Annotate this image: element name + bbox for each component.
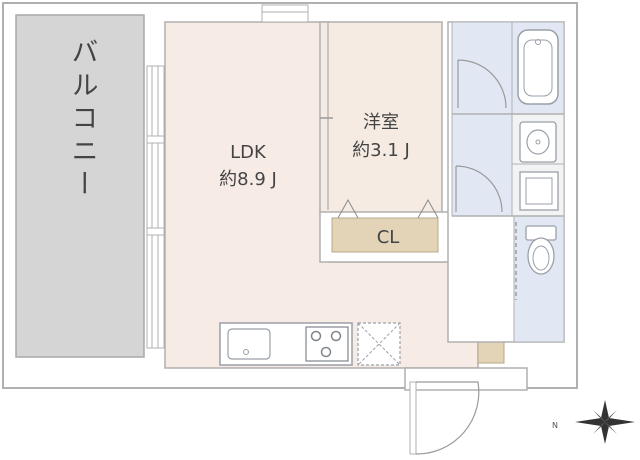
bathroom-door-swing — [457, 59, 507, 109]
burner-3 — [320, 346, 332, 358]
bathroom-floor — [451, 21, 513, 115]
closet-door-left — [337, 198, 359, 219]
front-door-frame — [409, 381, 417, 455]
fridge-space — [357, 322, 401, 366]
window-mullion-2 — [146, 227, 165, 236]
balcony-window-frame — [146, 65, 165, 349]
burner-1 — [310, 330, 322, 342]
ldk-size: 約8.9 J — [219, 169, 277, 190]
washing-machine-inner — [525, 177, 553, 205]
top-window — [261, 4, 309, 23]
front-door-swing — [415, 381, 480, 455]
closet-area — [331, 217, 439, 253]
washroom-floor — [451, 113, 513, 217]
vanity-drain — [535, 139, 541, 145]
vanity-basin — [526, 129, 550, 155]
closet-label: CL — [377, 227, 400, 248]
compass-rose — [575, 400, 635, 444]
balcony-area — [15, 14, 145, 358]
washroom-door-swing — [455, 165, 503, 213]
window-mullion-1 — [146, 135, 165, 144]
compass-north-label: N — [552, 421, 558, 430]
sink-drain — [243, 349, 249, 355]
toilet-seat — [532, 245, 550, 271]
ldk-name: LDK — [230, 142, 267, 163]
burner-2 — [330, 330, 342, 342]
balcony-label: バルコニー — [67, 38, 98, 203]
western-room-floor — [319, 21, 443, 215]
closet-door-right — [417, 198, 439, 219]
bathtub-drain — [535, 39, 541, 45]
bathtub-inner — [523, 39, 553, 97]
western-room-name: 洋室 — [363, 112, 399, 133]
western-room-size: 約3.1 J — [352, 140, 410, 161]
entrance-outer-wall — [404, 367, 528, 391]
kitchen-sink — [227, 328, 271, 360]
